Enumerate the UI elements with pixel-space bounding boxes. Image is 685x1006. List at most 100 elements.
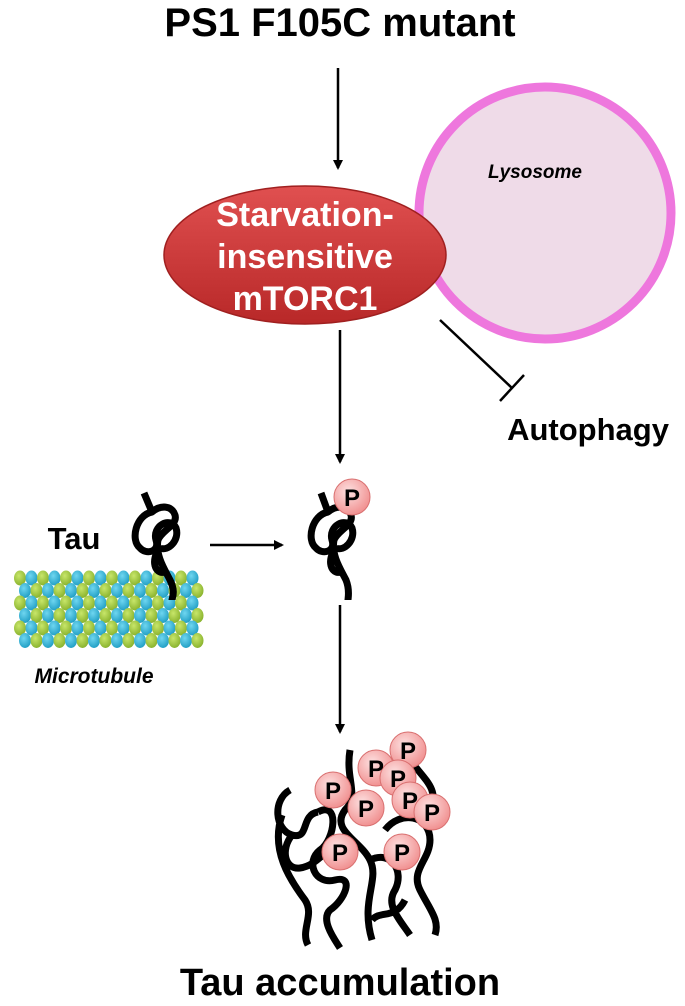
tubulin-subunit bbox=[14, 595, 26, 611]
tubulin-subunit bbox=[48, 620, 61, 636]
tubulin-subunit bbox=[88, 633, 100, 648]
tubulin-subunit bbox=[25, 570, 38, 586]
tubulin-subunit bbox=[30, 583, 43, 598]
tubulin-subunit bbox=[14, 570, 26, 586]
mtorc1-node: Starvation- insensitive mTORC1 bbox=[163, 185, 447, 325]
microtubule-label: Microtubule bbox=[35, 665, 154, 688]
phospho-badge: P bbox=[400, 738, 416, 765]
tubulin-subunit bbox=[180, 608, 192, 623]
tubulin-subunit bbox=[111, 633, 123, 648]
tubulin-subunit bbox=[117, 620, 130, 636]
phospho-badge: P bbox=[368, 756, 384, 783]
tubulin-subunit bbox=[157, 633, 169, 648]
tubulin-subunit bbox=[37, 570, 49, 586]
tubulin-subunit bbox=[122, 583, 135, 598]
tubulin-subunit bbox=[168, 633, 181, 648]
phospho-badge: P bbox=[424, 800, 440, 827]
tubulin-subunit bbox=[25, 595, 38, 611]
phospho-badge: P bbox=[394, 840, 410, 867]
phospho-badge-circle bbox=[383, 833, 421, 871]
tubulin-subunit bbox=[111, 583, 123, 598]
tubulin-subunit bbox=[53, 633, 66, 648]
tubulin-subunit bbox=[163, 620, 176, 636]
tubulin-subunit bbox=[94, 570, 107, 586]
tubulin-subunit bbox=[42, 633, 54, 648]
tubulin-subunit bbox=[140, 570, 153, 586]
tubulin-subunit bbox=[129, 595, 141, 611]
phospho-badge: P bbox=[332, 840, 348, 867]
tubulin-subunit bbox=[175, 595, 187, 611]
tubulin-subunit bbox=[106, 570, 118, 586]
aggregate-phospho-circles bbox=[314, 731, 451, 871]
tubulin-subunit bbox=[134, 633, 146, 648]
mtorc1-line-3: mTORC1 bbox=[233, 280, 378, 318]
tubulin-subunit bbox=[106, 595, 118, 611]
tubulin-subunit bbox=[180, 583, 192, 598]
tubulin-subunit bbox=[19, 633, 31, 648]
microtubule bbox=[14, 570, 204, 648]
tubulin-subunit bbox=[168, 608, 181, 623]
tubulin-subunit bbox=[134, 583, 146, 598]
tubulin-subunit bbox=[145, 608, 158, 623]
inhibition-arrow bbox=[439, 319, 525, 402]
phospho-badge-circle bbox=[347, 789, 385, 827]
tubulin-subunit bbox=[117, 595, 130, 611]
tubulin-subunit bbox=[122, 633, 135, 648]
tubulin-subunit bbox=[186, 620, 199, 636]
lysosome: Lysosome bbox=[414, 82, 676, 344]
tubulin-subunit bbox=[53, 608, 66, 623]
tubulin-subunit bbox=[145, 633, 158, 648]
tubulin-subunit bbox=[99, 583, 112, 598]
tubulin-subunit bbox=[37, 620, 49, 636]
tubulin-subunit bbox=[14, 620, 26, 636]
tubulin-subunit bbox=[65, 608, 77, 623]
tubulin-subunit bbox=[175, 620, 187, 636]
mtorc1-line-1: Starvation- bbox=[216, 196, 394, 234]
tubulin-subunit bbox=[175, 570, 187, 586]
tubulin-subunit bbox=[99, 633, 112, 648]
tubulin-subunit bbox=[88, 583, 100, 598]
tubulin-subunit bbox=[76, 583, 89, 598]
tubulin-subunit bbox=[106, 620, 118, 636]
tubulin-subunit bbox=[19, 608, 31, 623]
tubulin-subunit bbox=[76, 608, 89, 623]
tubulin-subunit bbox=[122, 608, 135, 623]
tubulin-subunit bbox=[48, 595, 61, 611]
tubulin-subunit bbox=[157, 608, 169, 623]
tubulin-subunit bbox=[83, 620, 95, 636]
tubulin-subunit bbox=[94, 595, 107, 611]
tubulin-subunit bbox=[25, 620, 38, 636]
tubulin-subunit bbox=[42, 583, 54, 598]
phospho-badge: P bbox=[333, 478, 371, 516]
tubulin-subunit bbox=[129, 570, 141, 586]
tubulin-subunit bbox=[129, 620, 141, 636]
tubulin-subunit bbox=[191, 608, 204, 623]
tubulin-subunit bbox=[42, 608, 54, 623]
tau-protein-icon bbox=[131, 491, 181, 601]
tubulin-subunit bbox=[65, 633, 77, 648]
tubulin-subunit bbox=[71, 595, 84, 611]
phospho-badge: P bbox=[390, 766, 406, 793]
phospho-badge: P bbox=[358, 796, 374, 823]
tubulin-subunit bbox=[94, 620, 107, 636]
tubulin-subunit bbox=[152, 620, 164, 636]
tubulin-subunit bbox=[140, 595, 153, 611]
autophagy-label: Autophagy bbox=[507, 412, 670, 447]
tubulin-subunit bbox=[152, 595, 164, 611]
tubulin-subunit bbox=[191, 633, 204, 648]
tubulin-subunit bbox=[65, 583, 77, 598]
tubulin-subunit bbox=[111, 608, 123, 623]
tubulin-subunit bbox=[186, 570, 199, 586]
tubulin-subunit bbox=[186, 595, 199, 611]
tubulin-subunit bbox=[71, 620, 84, 636]
tubulin-subunit bbox=[30, 608, 43, 623]
tubulin-subunit bbox=[157, 583, 169, 598]
result-label: Tau accumulation bbox=[180, 962, 500, 1004]
tubulin-subunit bbox=[180, 633, 192, 648]
tubulin-subunit bbox=[134, 608, 146, 623]
tubulin-subunit bbox=[99, 608, 112, 623]
tubulin-subunit bbox=[140, 620, 153, 636]
phospho-badge-circle bbox=[413, 793, 451, 831]
